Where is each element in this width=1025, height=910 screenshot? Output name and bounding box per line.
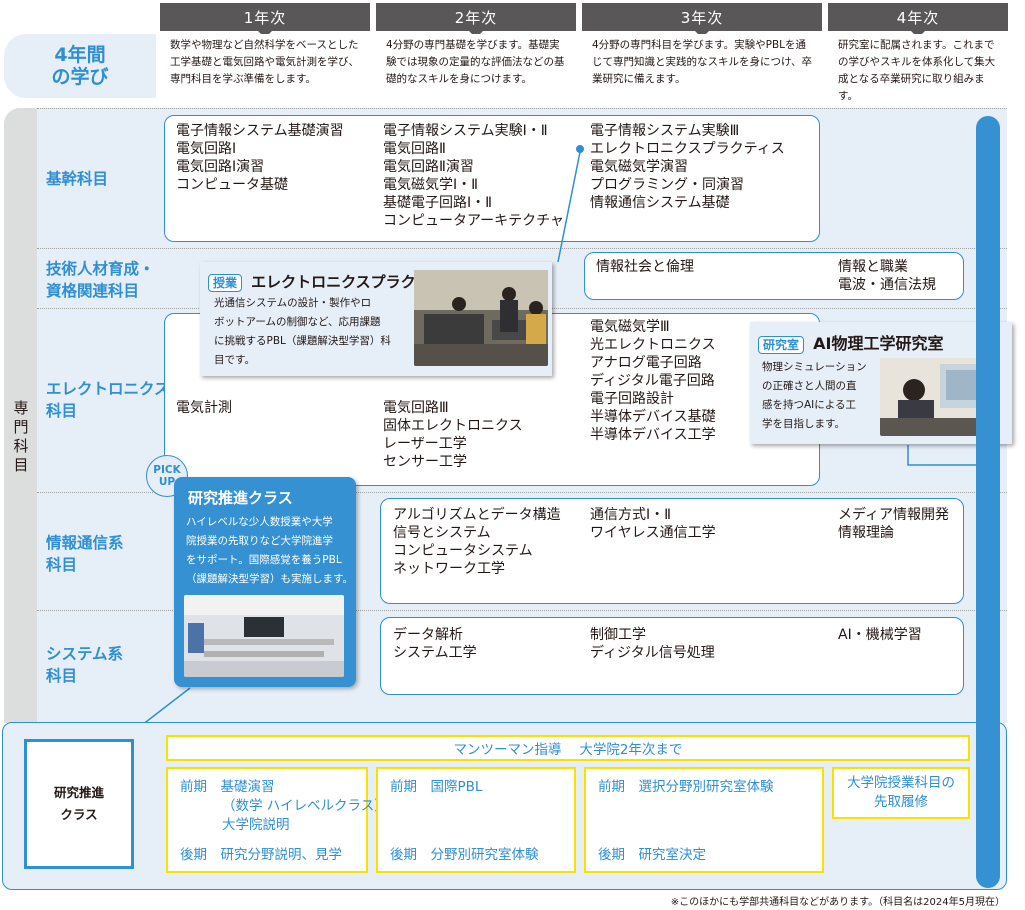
callout-class-title: エレクトロニクスプラクティス	[251, 273, 460, 291]
category-gijutsu: 技術人材育成・資格関連科目	[46, 260, 155, 300]
system-y4: AI・機械学習	[838, 627, 922, 643]
class-tag: 授業	[208, 274, 243, 292]
year-4-description: 研究室に配属されます。これまでの学びやスキルを体系化して集大成となる卒業研究に取…	[828, 34, 1008, 102]
research-class-label: 研究推進クラス	[24, 739, 134, 869]
kikan-y3-list: 電子情報システム実験Ⅲ エレクトロニクスプラクティス 電気磁気学演習プログラミン…	[576, 122, 785, 212]
bottom-y1-first: 前期 基礎演習	[180, 779, 275, 795]
bottom-y1-second: 後期 研究分野説明、見学	[180, 847, 342, 863]
promo-card: 研究推進クラス ハイレベルな少人数授業や大学院授業の先取りなど大学院進学をサポー…	[174, 477, 356, 687]
footnote: ※このほかにも学部共通科目などがあります。（科目名は2024年5月現在）	[670, 897, 1005, 908]
lab-tag: 研究室	[758, 336, 805, 354]
bottom-y2-first: 前期 国際PBL	[390, 779, 483, 795]
promo-title: 研究推進クラス	[188, 489, 293, 507]
system-y3-list: 制御工学ディジタル信号処理	[590, 627, 715, 661]
link-dot-icon	[576, 145, 584, 153]
divider	[37, 492, 1007, 493]
category-electronics: エレクトロニクス系科目	[46, 380, 186, 420]
system-y2-list: データ解析システム工学	[393, 627, 477, 661]
bottom-y1-box	[166, 767, 368, 873]
bottom-y4-box: 大学院授業科目の先取履修	[832, 767, 970, 819]
callout-lab-title: AI物理工学研究室	[813, 334, 944, 353]
promo-text: ハイレベルな少人数授業や大学院授業の先取りなど大学院進学をサポート。国際感覚を養…	[186, 516, 353, 585]
kikan-box	[164, 115, 820, 242]
bottom-y2-second: 後期 分野別研究室体験	[390, 847, 539, 863]
electronics-y1: 電気計測	[176, 400, 232, 416]
callout-lab: 研究室 AI物理工学研究室 物理シミュレーションの正確さと人間の直感を持つAIに…	[750, 322, 1012, 444]
divider	[37, 248, 1007, 249]
callout-class: 授業 エレクトロニクスプラクティス 光通信システムの設計・製作やロボットアームの…	[200, 262, 552, 376]
senmon-band	[4, 108, 37, 723]
callout-class-text: 光通信システムの設計・製作やロボットアームの制御など、応用課題に挑戦するPBL（…	[214, 297, 391, 366]
year-1-description: 数学や物理など自然科学をベースとした工学基礎と電気回路や電気計測を学び、専門科目…	[160, 34, 370, 98]
divider	[37, 108, 1007, 109]
gijutsu-box	[584, 252, 964, 300]
category-info: 情報通信系科目	[46, 534, 124, 574]
year-3-description: 4分野の専門科目を学びます。実験やPBLを通じて専門知識と実践的なスキルを身につ…	[582, 34, 822, 98]
kikan-y3-practice: エレクトロニクスプラクティス	[576, 140, 785, 158]
gijutsu-y3: 情報社会と倫理	[596, 259, 694, 275]
info-y2-list: アルゴリズムとデータ構造信号とシステムコンピュータシステムネットワーク工学	[393, 507, 561, 577]
system-box	[380, 617, 964, 695]
callout-class-photo	[414, 270, 548, 366]
year-4-header: 4年次	[828, 3, 1008, 38]
year-1-header: 1年次	[160, 3, 370, 38]
bottom-y1-first-sub: （数学 ハイレベルクラス）大学院説明	[222, 798, 388, 833]
info-box	[380, 498, 964, 604]
category-kikan: 基幹科目	[46, 170, 109, 188]
info-y4-list: メディア情報開発情報理論	[838, 507, 950, 541]
category-system: システム系科目	[46, 645, 124, 685]
mentor-text: マンツーマン指導 大学院2年次まで	[453, 742, 683, 758]
senmon-label: 専門科目	[11, 400, 30, 476]
year-2-description: 4分野の専門基礎を学びます。基礎実験では現象の定量的な評価法などの基礎的なスキル…	[376, 34, 576, 98]
bottom-y3-first: 前期 選択分野別研究室体験	[598, 779, 774, 795]
callout-class-header: 授業 エレクトロニクスプラクティス	[208, 271, 460, 292]
bottom-y3-second: 後期 研究室決定	[598, 847, 706, 863]
four-year-label: 4年間 の学び	[4, 34, 156, 98]
bottom-y2-box	[376, 767, 576, 873]
gijutsu-y4-list: 情報と職業電波・通信法規	[838, 259, 936, 293]
mentor-box: マンツーマン指導 大学院2年次まで	[166, 735, 970, 761]
promo-photo	[184, 595, 344, 677]
progress-rail	[976, 116, 1000, 888]
year-2-header: 2年次	[376, 3, 576, 38]
year-3-header: 3年次	[582, 3, 822, 38]
callout-lab-header: 研究室 AI物理工学研究室	[758, 330, 943, 354]
bottom-y3-box	[584, 767, 824, 873]
callout-lab-text: 物理シミュレーションの正確さと人間の直感を持つAIによる工学を目指します。	[762, 361, 867, 430]
divider	[37, 610, 1007, 611]
